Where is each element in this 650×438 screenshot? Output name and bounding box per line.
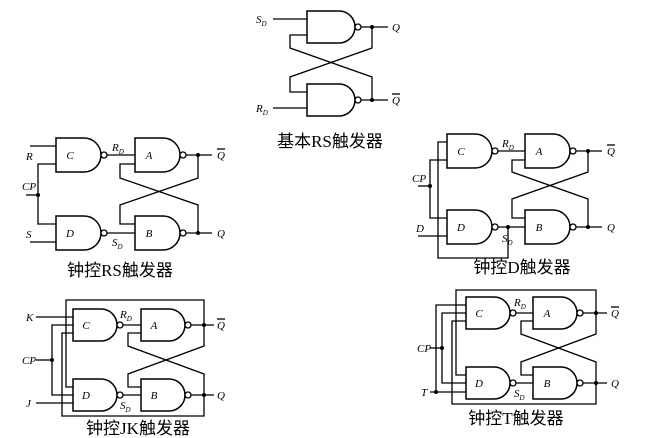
basic-rs-upper-bubble <box>354 23 362 31</box>
svg-text:T: T <box>421 387 428 399</box>
svg-text:SD: SD <box>502 233 513 247</box>
svg-text:RD: RD <box>119 309 132 323</box>
clocked-t-gate-a <box>532 296 578 330</box>
svg-text:A: A <box>543 308 551 320</box>
svg-text:C: C <box>66 150 74 162</box>
svg-text:B: B <box>536 222 543 234</box>
svg-text:B: B <box>146 228 153 240</box>
clocked-jk-caption: 钟控JK触发器 <box>86 419 190 438</box>
svg-text:K: K <box>25 312 34 324</box>
clocked-jk-gate-b <box>140 378 186 412</box>
basic-rs-lower-nand <box>306 83 356 117</box>
svg-text:Q: Q <box>607 146 615 158</box>
clocked-rs-flipflop: C A D B R CP S RD SD Q Q 钟控RS触发器 <box>22 137 225 280</box>
svg-text:D: D <box>415 223 424 235</box>
clocked-t-flipflop: C A D B CP T RD SD Q Q 钟控T触发器 <box>417 289 619 428</box>
svg-text:CP: CP <box>412 173 426 185</box>
basic-rs-flipflop: SD RD Q Q 基本RS触发器 <box>255 10 400 151</box>
svg-text:D: D <box>474 378 483 390</box>
svg-text:Q: Q <box>217 150 225 162</box>
svg-text:RD: RD <box>501 138 514 152</box>
svg-text:CP: CP <box>417 343 431 355</box>
svg-text:B: B <box>151 390 158 402</box>
clocked-jk-gate-c <box>72 308 118 342</box>
clocked-jk-gate-d <box>72 378 118 412</box>
svg-text:SD: SD <box>514 388 525 402</box>
clocked-t-gate-d <box>465 366 511 400</box>
clocked-t-caption: 钟控T触发器 <box>468 409 563 428</box>
svg-text:Q: Q <box>217 228 225 240</box>
basic-rs-lower-bubble <box>354 96 362 104</box>
basic-rs-feedback-wire-2 <box>289 34 373 100</box>
svg-text:RD: RD <box>111 142 124 156</box>
basic-rs-feedback-wire-1 <box>289 27 373 93</box>
svg-text:A: A <box>150 320 158 332</box>
svg-text:D: D <box>65 228 74 240</box>
svg-text:J: J <box>26 398 32 410</box>
basic-rs-qbar-label: Q <box>392 95 400 107</box>
basic-rs-upper-nand <box>306 10 356 44</box>
svg-text:CP: CP <box>22 355 36 367</box>
svg-text:D: D <box>456 222 465 234</box>
clocked-rs-gate-c <box>55 137 102 173</box>
basic-rs-q-label: Q <box>392 22 400 34</box>
svg-text:S: S <box>26 229 32 241</box>
clocked-jk-gate-a <box>140 308 186 342</box>
svg-text:C: C <box>82 320 90 332</box>
svg-text:RD: RD <box>513 297 526 311</box>
svg-text:Q: Q <box>607 222 615 234</box>
clocked-t-gate-b <box>532 366 578 400</box>
clocked-d-flipflop: C A D B CP D RD SD Q Q 钟控D触发器 <box>412 133 615 277</box>
clocked-rs-gate-a <box>134 137 181 173</box>
svg-text:SD: SD <box>112 237 123 251</box>
svg-text:A: A <box>535 146 543 158</box>
clocked-rs-caption: 钟控RS触发器 <box>67 261 173 280</box>
svg-text:A: A <box>145 150 153 162</box>
svg-text:C: C <box>457 146 465 158</box>
svg-text:CP: CP <box>22 181 36 193</box>
svg-text:Q: Q <box>611 308 619 320</box>
basic-rs-sd-label: SD <box>256 14 267 28</box>
svg-text:D: D <box>81 390 90 402</box>
basic-rs-caption: 基本RS触发器 <box>277 132 383 151</box>
clocked-rs-gate-b <box>134 215 181 251</box>
clocked-t-gate-c <box>465 296 511 330</box>
clocked-d-gate-a <box>524 133 571 169</box>
clocked-d-gate-b <box>524 209 571 245</box>
clocked-d-caption: 钟控D触发器 <box>473 258 570 277</box>
svg-text:B: B <box>544 378 551 390</box>
svg-text:Q: Q <box>611 378 619 390</box>
clocked-rs-gate-d <box>55 215 102 251</box>
clocked-d-gate-c <box>446 133 493 169</box>
svg-text:Q: Q <box>217 390 225 402</box>
clocked-d-gate-d <box>446 209 493 245</box>
svg-text:SD: SD <box>120 400 131 414</box>
svg-text:C: C <box>475 308 483 320</box>
clocked-jk-flipflop: C A D B K CP J RD SD Q Q 钟控JK触发器 <box>22 299 225 438</box>
basic-rs-rd-label: RD <box>255 103 268 117</box>
svg-text:R: R <box>25 151 33 163</box>
svg-text:Q: Q <box>217 320 225 332</box>
